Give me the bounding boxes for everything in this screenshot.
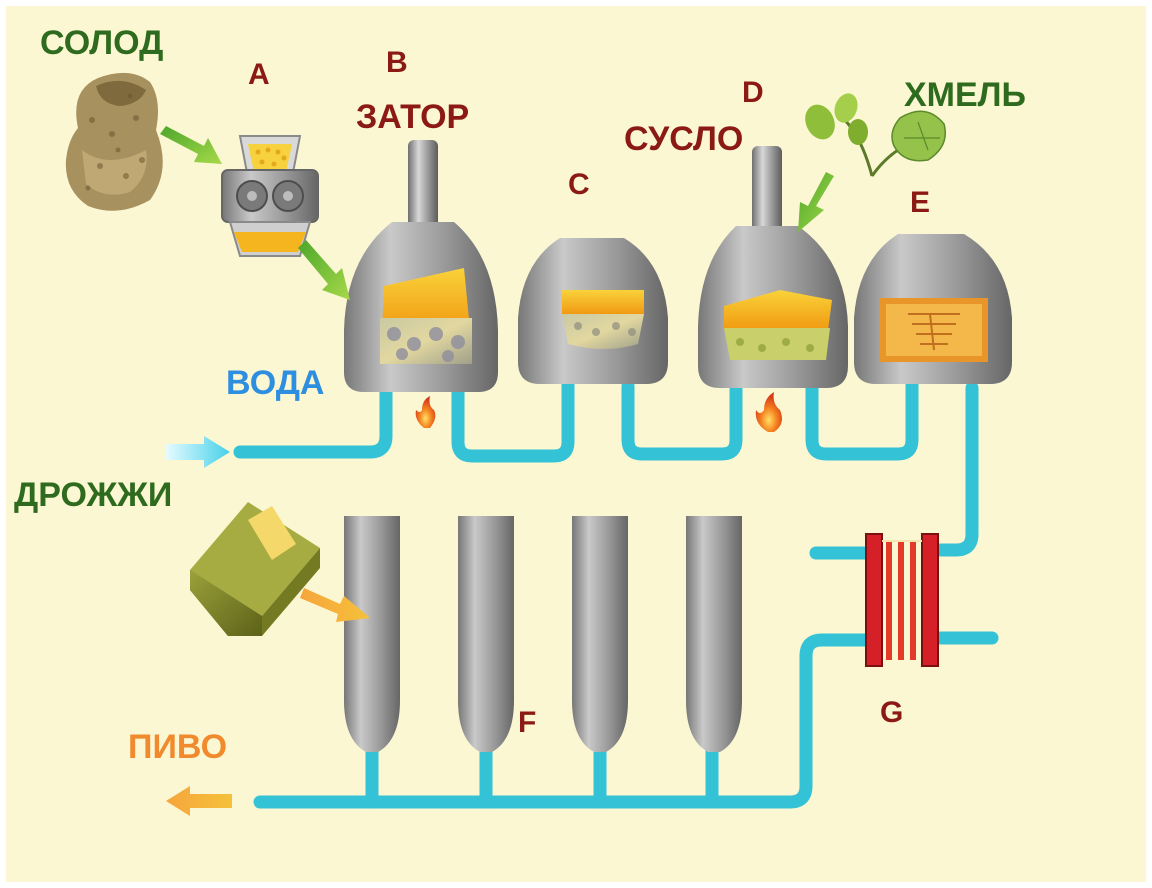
yeast-package [190, 502, 320, 636]
label-malt: СОЛОД [40, 24, 163, 62]
malt-mill [221, 135, 319, 257]
pipe-d-to-e [805, 377, 919, 461]
arrow-icon [166, 786, 232, 816]
fermenter-2 [458, 516, 514, 752]
label-beer: ПИВО [128, 728, 227, 766]
label-wort: СУСЛО [624, 120, 743, 158]
malt-sack-image [65, 72, 163, 211]
whirlpool-e [854, 234, 1012, 384]
flame-icon [415, 396, 436, 428]
label-d: D [742, 76, 764, 109]
arrow-icon [298, 240, 350, 300]
fermentation-tanks-f [344, 516, 742, 752]
arrow-icon [166, 436, 230, 468]
flame-icon [755, 392, 782, 432]
label-mash: ЗАТОР [356, 98, 469, 136]
heat-exchanger-g [865, 533, 939, 667]
wort-kettle-d [698, 146, 848, 388]
arrow-icon [300, 588, 370, 622]
hops-image [805, 93, 946, 177]
arrow-icon [798, 172, 834, 232]
pipes [233, 377, 999, 809]
label-b: B [386, 46, 408, 79]
label-c: C [568, 168, 590, 201]
water-inlet-pipe [233, 381, 393, 459]
fermenter-3 [572, 516, 628, 752]
label-f: F [518, 706, 536, 739]
label-g: G [880, 696, 903, 729]
label-water: ВОДА [226, 364, 324, 402]
label-yeast: ДРОЖЖИ [14, 476, 172, 514]
arrow-icon [160, 126, 222, 164]
pipe-c-to-d [621, 379, 743, 461]
mash-tun-b [344, 140, 498, 392]
label-a: A [248, 58, 270, 91]
fermenter-1 [344, 516, 400, 752]
pipe-e-to-g [933, 381, 979, 557]
pipe-g-to-header [253, 633, 873, 809]
fermenter-4 [686, 516, 742, 752]
label-hops: ХМЕЛЬ [904, 76, 1026, 114]
pipe-b-to-c [451, 377, 575, 463]
label-e: E [910, 186, 930, 219]
lauter-tun-c [518, 238, 668, 384]
